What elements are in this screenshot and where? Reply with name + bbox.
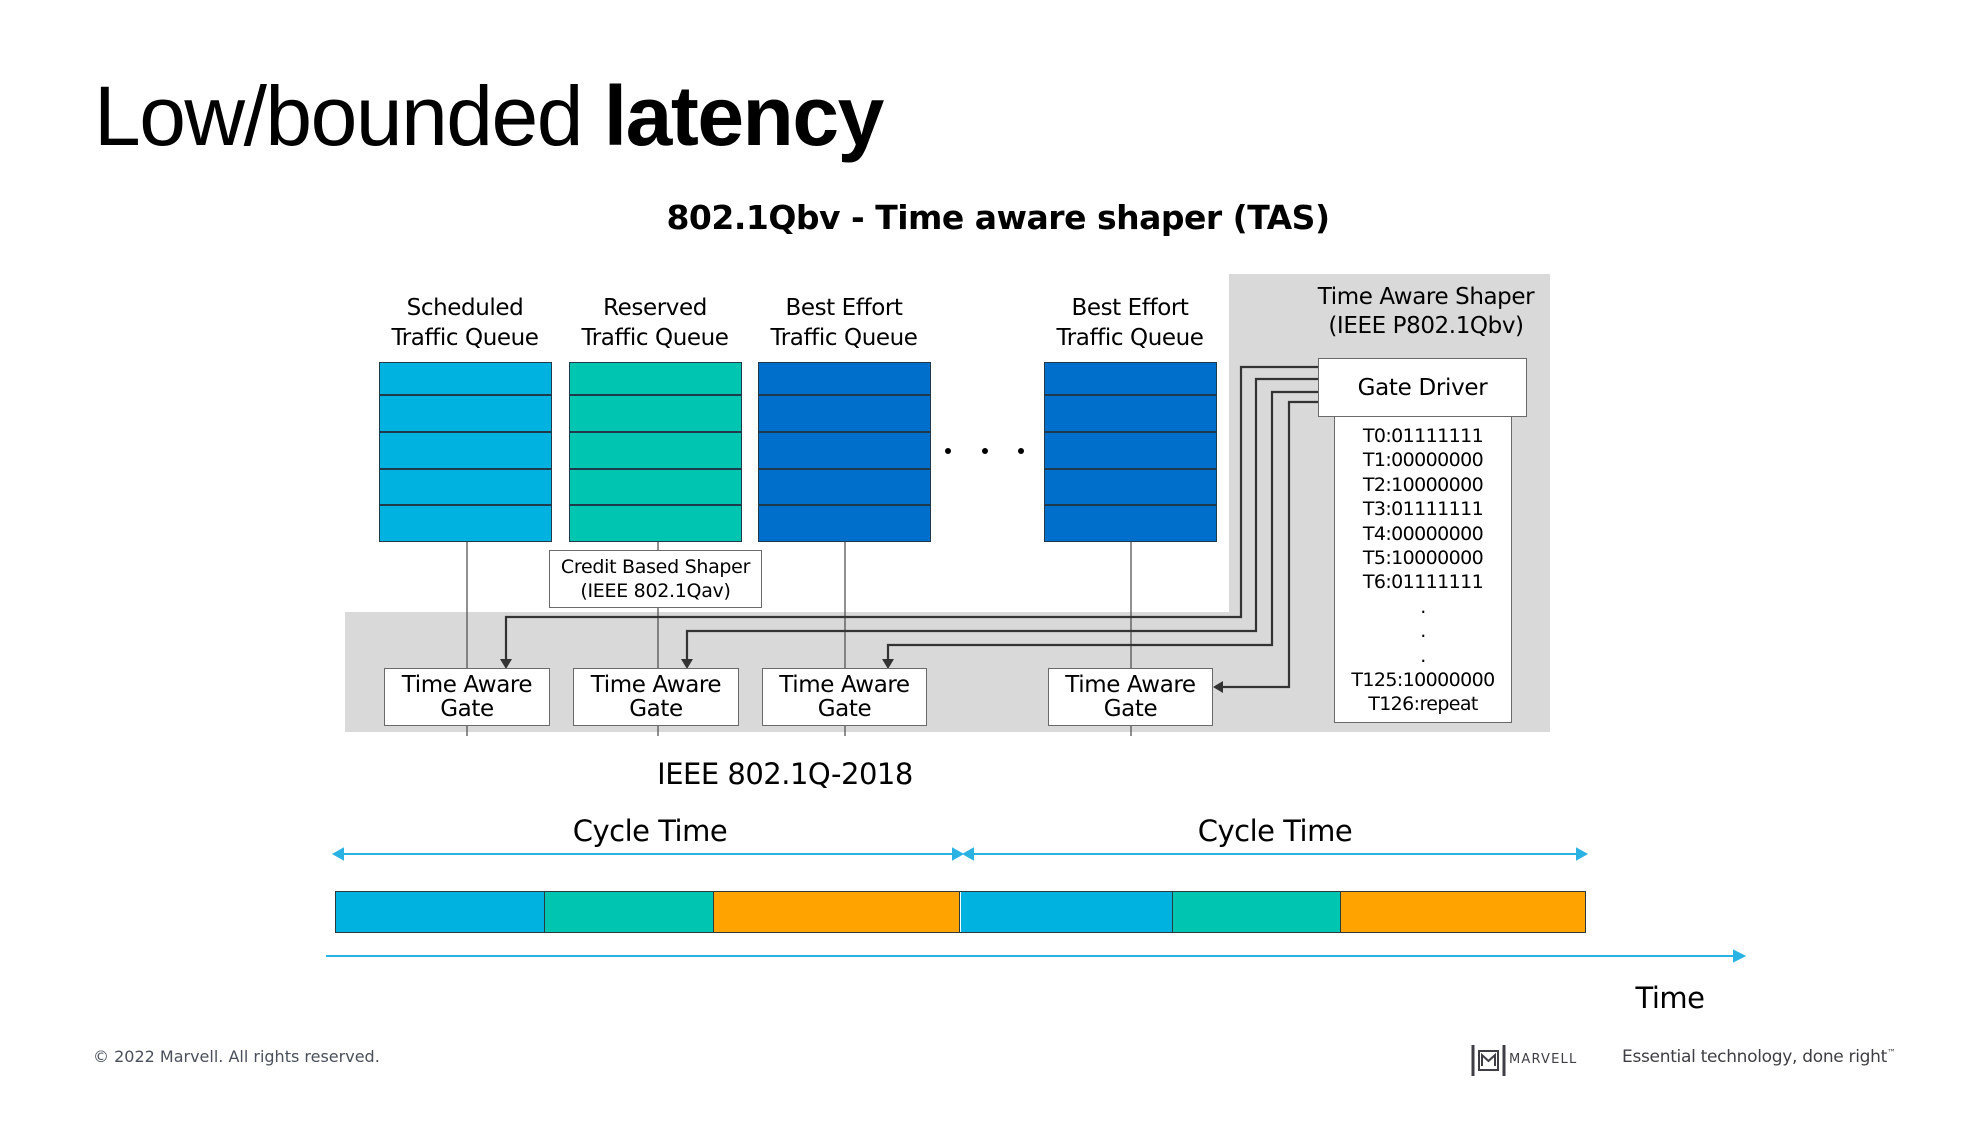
- diagram-subtitle: 802.1Qbv - Time aware shaper (TAS): [666, 198, 1330, 237]
- timeline-segment-other: [713, 892, 961, 932]
- gate-control-line-2: [685, 377, 1318, 660]
- timeline-bar: [335, 891, 1586, 933]
- timeline-segment-other: [1341, 892, 1585, 932]
- title-regular: Low/bounded: [94, 69, 604, 163]
- arrowhead-gate-3: [882, 659, 894, 669]
- cycle-time-label-2: Cycle Time: [1197, 814, 1353, 848]
- schedule-entry: T6:01111111: [1362, 571, 1484, 594]
- queue-slot-divider: [570, 468, 741, 470]
- copyright: © 2022 Marvell. All rights reserved.: [93, 1047, 380, 1066]
- schedule-entry: T1:00000000: [1362, 449, 1484, 472]
- gate-control-line-4: [1222, 400, 1318, 689]
- queue-scheduled: [379, 362, 552, 542]
- timeline-segment-reserved: [1172, 892, 1342, 932]
- queue-slot-divider: [380, 394, 551, 396]
- tagline: Essential technology, done right™: [1622, 1047, 1896, 1067]
- timeline-segment-reserved: [545, 892, 714, 932]
- queue-slot-divider: [380, 504, 551, 506]
- queue-slot-divider: [570, 504, 741, 506]
- gate-control-line-1: [504, 365, 1318, 660]
- cycle-arrow-2-left-head: [961, 847, 974, 861]
- ellipsis-dot: [945, 448, 951, 454]
- cycle-arrow-1-right-head: [952, 847, 965, 861]
- schedule-entry: T2:10000000: [1362, 473, 1484, 496]
- arrowhead-gate-1: [500, 659, 512, 669]
- cycle-time-label-1: Cycle Time: [572, 814, 728, 848]
- queue-slot-divider: [759, 468, 930, 470]
- standard-label: IEEE 802.1Q-2018: [657, 757, 913, 791]
- queue-slot-divider: [570, 431, 741, 433]
- trademark-mark: ™: [1887, 1048, 1896, 1059]
- cycle-arrow-1-left-head: [331, 847, 344, 861]
- marvell-wordmark: MARVELL: [1509, 1052, 1578, 1067]
- queue-reserved: [569, 362, 742, 542]
- time-axis-label: Time: [1635, 981, 1705, 1015]
- queue-slot-divider: [1045, 431, 1216, 433]
- schedule-entry: T5:10000000: [1362, 547, 1484, 570]
- queue-slot-divider: [759, 431, 930, 433]
- queue-best-effort-n: [1044, 362, 1217, 542]
- gate-schedule-list: T0:01111111 T1:00000000 T2:10000000 T3:0…: [1334, 410, 1512, 723]
- ellipsis-dot: [982, 448, 988, 454]
- schedule-entry: T125:10000000: [1351, 669, 1495, 692]
- marvell-logo-icon: [1471, 1045, 1506, 1076]
- queue-slot-divider: [759, 504, 930, 506]
- cbs-standard: (IEEE 802.1Qav): [580, 580, 731, 602]
- credit-based-shaper-box: Credit Based Shaper (IEEE 802.1Qav): [549, 550, 762, 608]
- schedule-ellipsis: .: [1420, 595, 1426, 618]
- schedule-entry: T126:repeat: [1368, 693, 1478, 716]
- schedule-entry: T0:01111111: [1362, 425, 1484, 447]
- gate-control-line-3: [886, 390, 1318, 660]
- queue-slot-divider: [380, 431, 551, 433]
- queue-slot-divider: [759, 394, 930, 396]
- timeline-segment-scheduled: [960, 892, 1173, 932]
- tas-title: Time Aware Shaper (IEEE P802.1Qbv): [1317, 284, 1535, 339]
- time-axis-arrowhead: [1733, 949, 1747, 963]
- schedule-entry: T3:01111111: [1362, 498, 1484, 521]
- schedule-entry: T4:00000000: [1362, 522, 1484, 545]
- cycle-arrow-2-right-head: [1576, 847, 1589, 861]
- ellipsis-dot: [1018, 448, 1024, 454]
- schedule-ellipsis: .: [1420, 644, 1426, 667]
- gate-driver-box: Gate Driver: [1318, 358, 1527, 417]
- queue-slot-divider: [1045, 468, 1216, 470]
- schedule-ellipsis: .: [1420, 620, 1426, 643]
- timeline-segment-scheduled: [336, 892, 546, 932]
- title-bold: latency: [603, 69, 885, 163]
- queue-slot-divider: [1045, 504, 1216, 506]
- arrowhead-gate-4: [1213, 681, 1223, 693]
- slide-title: Low/bounded latency: [94, 66, 885, 166]
- queue-best-effort: [758, 362, 931, 542]
- queue-slot-divider: [570, 394, 741, 396]
- arrowhead-gate-2: [681, 659, 693, 669]
- queue-slot-divider: [380, 468, 551, 470]
- queue-slot-divider: [1045, 394, 1216, 396]
- cbs-name: Credit Based Shaper: [560, 556, 751, 578]
